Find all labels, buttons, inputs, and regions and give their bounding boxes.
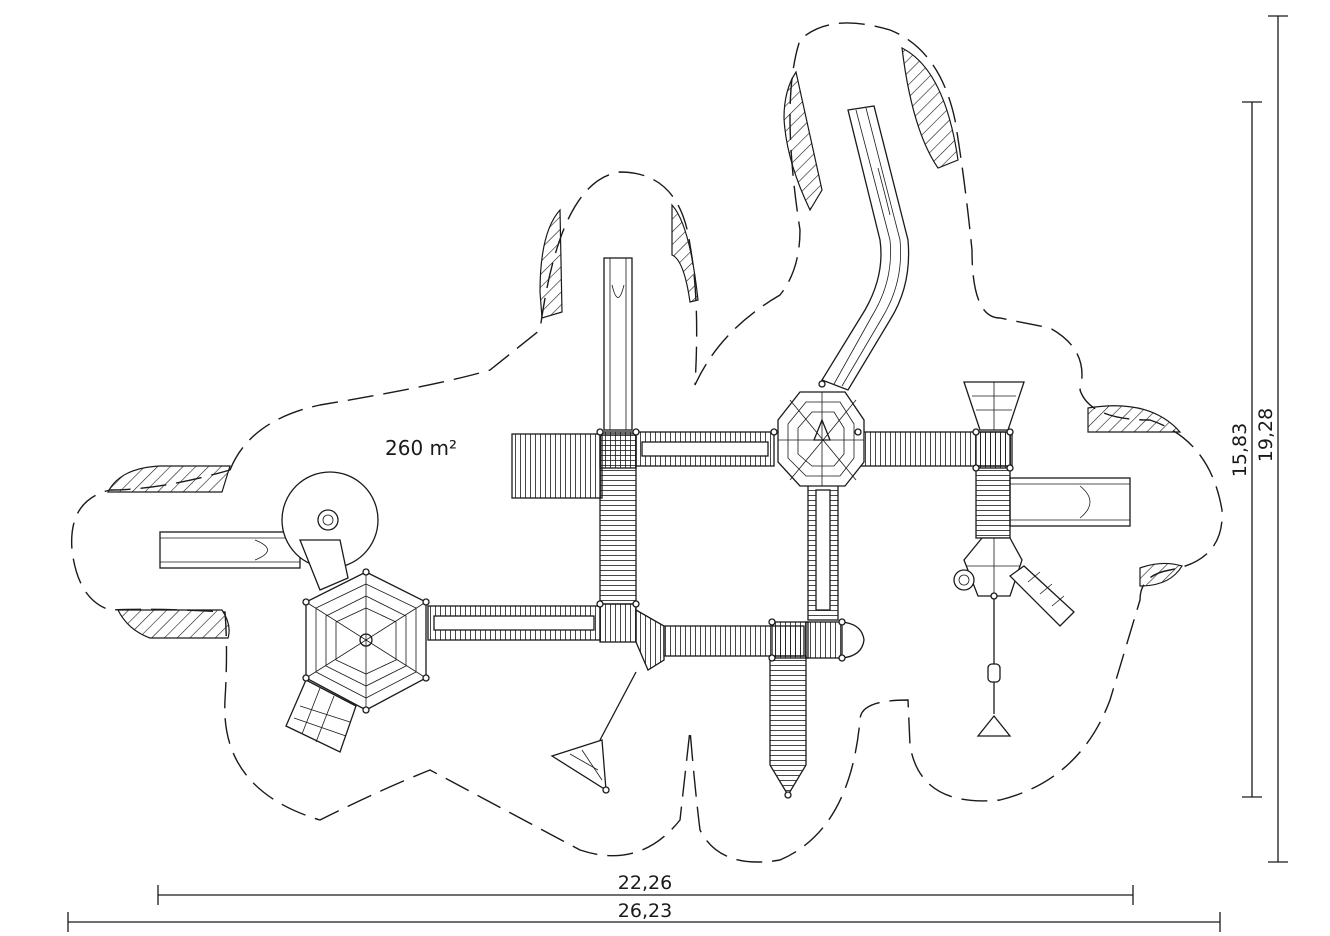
spiral-slide [281, 471, 379, 591]
wide-slide-west [159, 531, 301, 569]
dimension-inner-width: 22,26 [618, 872, 672, 894]
net-climber [550, 671, 637, 792]
dimension-outer-width: 26,23 [618, 900, 672, 922]
wide-slide-east [1009, 477, 1131, 527]
entry-deck-west [511, 433, 603, 499]
curved-slide-north [821, 105, 910, 391]
swing [976, 596, 1012, 737]
straight-slide-north [603, 257, 633, 431]
posts [302, 380, 1014, 799]
dimension-inner-height: 15,83 [1229, 423, 1251, 477]
octagon-tower [777, 391, 865, 487]
dimension-outer-height: 19,28 [1255, 408, 1277, 462]
ladder-southwest [285, 679, 357, 753]
hatched-ground-areas [107, 46, 1183, 639]
platforms [599, 431, 1013, 671]
safety-zone-outline [70, 22, 1223, 863]
area-label: 260 m² [385, 436, 457, 460]
dimension-lines [67, 15, 1288, 932]
